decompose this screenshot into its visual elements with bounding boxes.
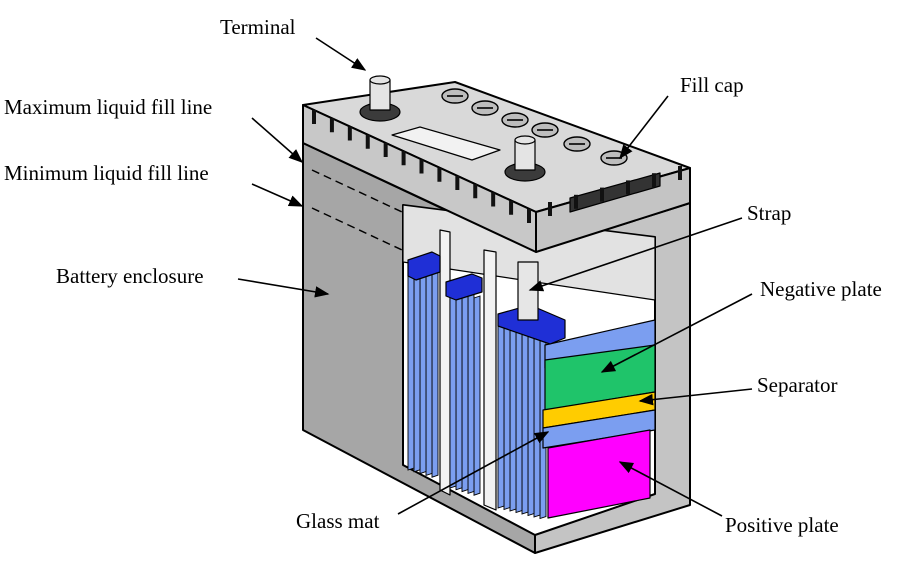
label-max-fill: Maximum liquid fill line xyxy=(4,95,212,119)
leader-arrows xyxy=(237,37,753,517)
lid-ribs xyxy=(312,110,682,223)
plate xyxy=(509,324,517,512)
enclosure-arrow xyxy=(237,278,330,298)
terminal-2 xyxy=(504,135,546,182)
plate xyxy=(527,331,535,517)
plate xyxy=(425,268,433,477)
lid-rib xyxy=(527,209,531,223)
plate-stack-3 xyxy=(497,319,547,520)
plate xyxy=(413,262,421,473)
plate xyxy=(473,295,481,496)
lid-rib xyxy=(678,166,682,180)
lid-rib xyxy=(419,159,424,174)
plate xyxy=(497,319,505,509)
min-fill-line xyxy=(311,207,403,251)
max-fill-arrow xyxy=(251,117,304,163)
terminal-1 xyxy=(359,75,401,122)
plate xyxy=(515,326,523,514)
label-fill-cap: Fill cap xyxy=(680,73,744,97)
plate xyxy=(461,289,469,493)
terminal-top xyxy=(514,135,536,145)
lid-rib xyxy=(401,151,406,166)
plate xyxy=(407,259,415,471)
strap-arrow xyxy=(528,217,743,292)
strap-post xyxy=(517,261,539,321)
label-terminal: Terminal xyxy=(220,15,296,39)
label-enclosure: Battery enclosure xyxy=(56,264,204,288)
separator-arrow xyxy=(638,388,753,406)
lid-rib xyxy=(383,143,388,157)
label-min-fill: Minimum liquid fill line xyxy=(4,161,209,185)
label-glass-mat: Glass mat xyxy=(296,509,380,533)
positive-plate-arrow xyxy=(618,461,723,517)
min-fill-arrow xyxy=(251,183,304,207)
plate xyxy=(503,321,511,511)
lid-rib xyxy=(329,118,334,133)
plate xyxy=(455,286,463,491)
lid-rib xyxy=(455,176,460,190)
plate xyxy=(467,292,475,495)
plate-stack-2 xyxy=(449,283,481,496)
lid-rib xyxy=(473,184,478,199)
plate xyxy=(419,265,427,475)
label-separator: Separator xyxy=(757,373,837,397)
lid-rib xyxy=(312,110,316,124)
plate-stack-1 xyxy=(407,259,439,478)
cell-partition xyxy=(439,229,451,496)
fill-cap-arrow xyxy=(619,95,669,160)
straps xyxy=(407,251,566,345)
lid-label-plate xyxy=(391,126,501,161)
label-positive-plate: Positive plate xyxy=(725,513,839,537)
plate xyxy=(521,329,529,515)
lid-rib xyxy=(600,187,604,202)
front-cell-layers xyxy=(542,319,656,519)
lid-rib xyxy=(365,134,370,149)
lid-rib xyxy=(509,200,514,215)
lid-rib xyxy=(437,167,442,182)
plate xyxy=(431,271,439,478)
strap-1 xyxy=(407,251,441,281)
plate xyxy=(533,334,541,518)
positive-plate xyxy=(547,429,651,519)
lid-rib xyxy=(347,126,352,141)
lid-rib xyxy=(491,192,496,207)
lid-rib xyxy=(652,173,656,188)
max-fill-line xyxy=(311,169,403,213)
plate xyxy=(449,283,457,489)
terminal-arrow xyxy=(315,37,367,71)
cell-partition xyxy=(483,249,497,511)
negative-plate-arrow xyxy=(600,293,753,373)
strap-2 xyxy=(445,273,483,301)
label-strap: Strap xyxy=(747,201,791,225)
lid-rib xyxy=(626,180,630,195)
lid-rib xyxy=(548,202,552,216)
glass-mat-arrow xyxy=(397,431,550,515)
label-negative-plate: Negative plate xyxy=(760,277,882,301)
terminal-top xyxy=(369,75,391,85)
lid-rib xyxy=(574,194,578,209)
